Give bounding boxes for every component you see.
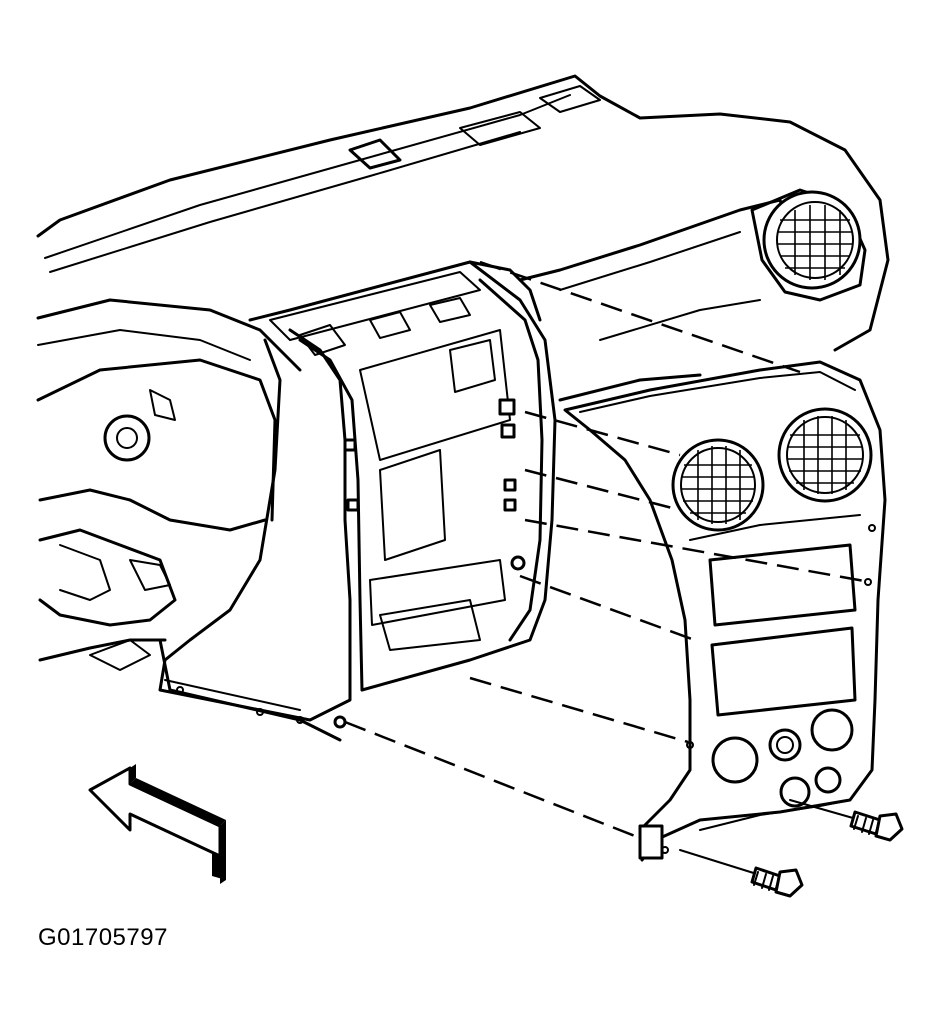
hvac-control-opening [710,626,857,717]
bolt-icon [679,849,804,898]
control-knob [814,766,842,794]
instrument-cluster-opening [36,358,277,627]
figure-id-label: G01705797 [38,924,168,951]
alignment-guide-lines [344,260,871,840]
instrument-panel-body [36,74,890,402]
bolt-icon [789,799,904,842]
radio-opening [708,543,857,627]
center-right-vent [777,407,873,503]
center-stack-trim-bezel [563,360,887,862]
control-knob [779,776,811,808]
control-knob [768,728,802,762]
upper-right-vent [762,190,862,290]
control-knob [810,708,854,752]
center-stack-opening [38,260,557,742]
control-knob [711,736,759,784]
front-direction-arrow-icon [88,764,226,884]
center-left-vent [671,438,765,532]
